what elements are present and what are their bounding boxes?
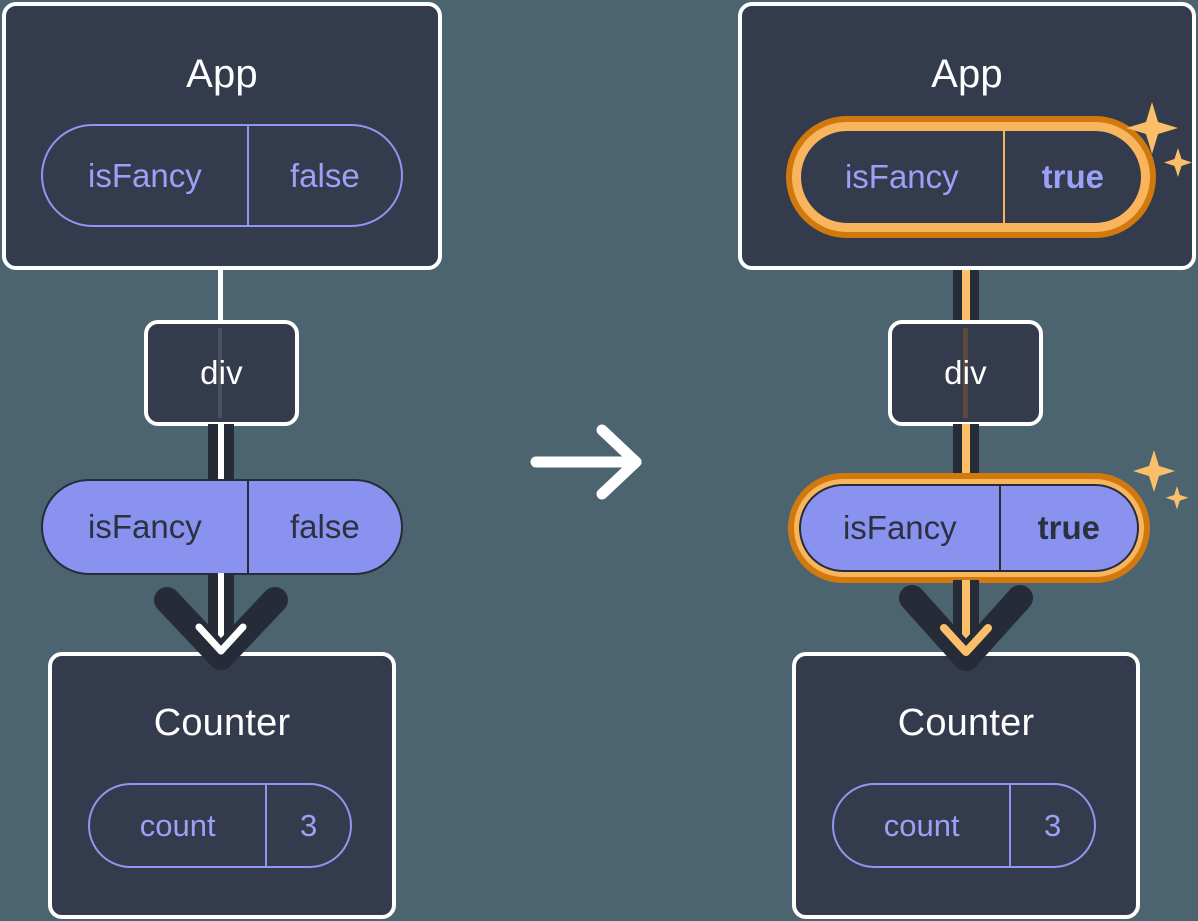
app-state-pill-value-before: false [246, 126, 401, 225]
edge-app-to-div-core-after [962, 225, 970, 325]
counter-box-after: Counter [792, 652, 1140, 919]
prop-pill-highlight-ring-after: isFancy true [788, 473, 1150, 583]
sparkle-icon-prop-after [1132, 448, 1192, 520]
counter-state-pill-key-before: count [139, 807, 216, 843]
edge-div-to-prop-core-after [962, 424, 970, 486]
prop-pill-value-after: true [998, 486, 1137, 570]
app-title-after: App [931, 52, 1003, 96]
prop-pill-before: isFancy false [41, 479, 403, 575]
arrow-right-icon [530, 420, 650, 504]
edge-through-div-before [218, 328, 222, 418]
edge-app-to-div-before [218, 268, 223, 322]
counter-state-pill-after: count 3 [832, 783, 1096, 868]
counter-state-pill-key-after: count [883, 807, 960, 843]
app-title-before: App [186, 52, 258, 96]
div-title-before: div [200, 354, 243, 391]
edge-prop-to-counter-core-before [218, 573, 224, 659]
app-state-pill-highlight-ring-after: isFancy true [786, 116, 1156, 238]
app-state-pill-after: isFancy true [799, 129, 1143, 225]
counter-title-before: Counter [153, 702, 291, 744]
prop-pill-value-before: false [246, 481, 401, 573]
prop-pill-key-before: isFancy [88, 508, 202, 545]
app-state-pill-key-after: isFancy [844, 158, 959, 195]
counter-state-pill-before: count 3 [88, 783, 352, 868]
app-state-pill-key-before: isFancy [88, 156, 202, 194]
counter-state-pill-value-before: 3 [265, 785, 350, 866]
counter-title-after: Counter [897, 702, 1035, 744]
prop-pill-key-after: isFancy [842, 509, 957, 546]
edge-through-div-after [963, 328, 968, 418]
app-state-pill-before: isFancy false [41, 124, 403, 227]
div-title-after: div [944, 354, 987, 391]
counter-state-pill-value-after: 3 [1009, 785, 1094, 866]
app-state-pill-value-after: true [1002, 131, 1141, 223]
prop-pill-after: isFancy true [799, 484, 1139, 572]
edge-div-to-prop-core-before [218, 424, 224, 486]
edge-prop-to-counter-core-after [962, 580, 970, 660]
sparkle-icon-app-after [1126, 100, 1194, 190]
